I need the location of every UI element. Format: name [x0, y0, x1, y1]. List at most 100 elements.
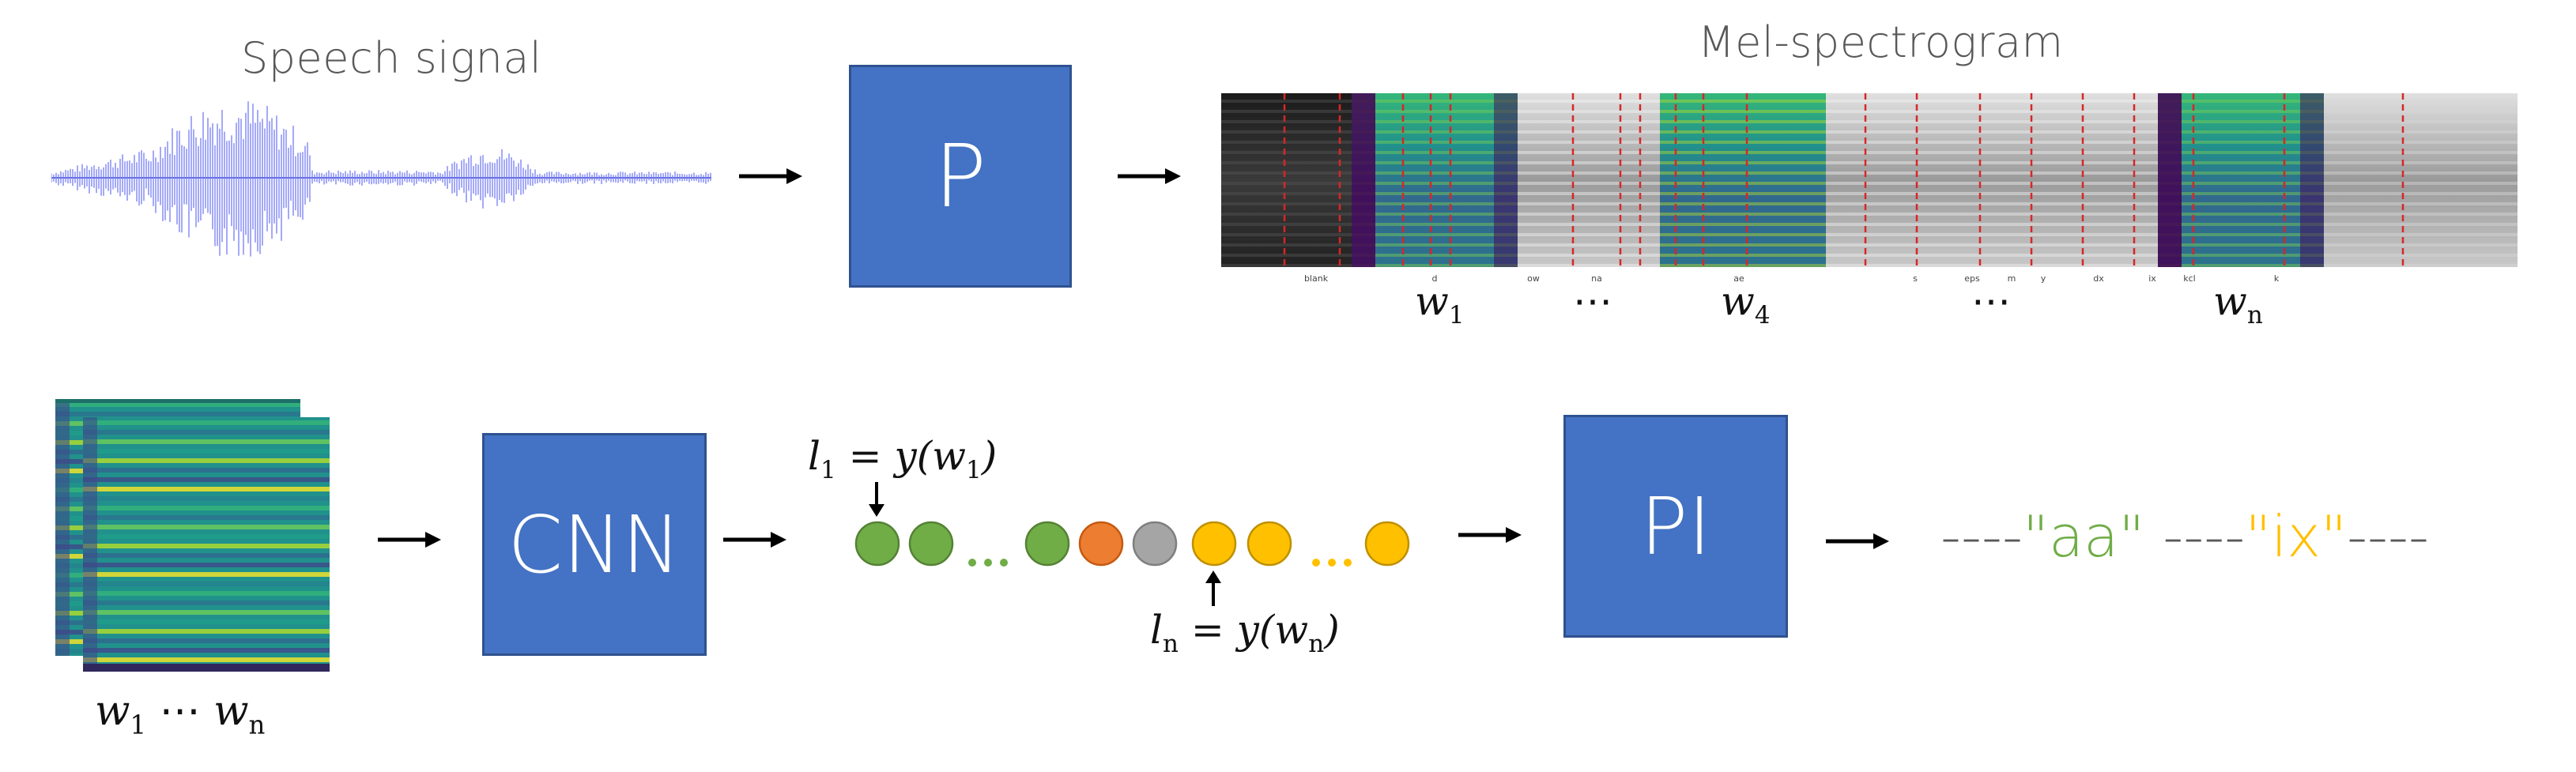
spectrogram-band — [1352, 223, 1518, 226]
spectrogram-band — [1826, 223, 2158, 226]
spectrogram-band — [1518, 171, 1660, 175]
cnn-box: CNN — [482, 433, 707, 656]
spectrogram-band — [1826, 120, 2158, 123]
spectrogram-band — [2324, 151, 2518, 154]
spectrogram-band — [2158, 243, 2324, 247]
seq-part-2: ---- — [2144, 503, 2246, 570]
spectrogram-band — [2324, 141, 2518, 144]
spectrogram-band — [2158, 202, 2324, 205]
spectrogram-segment — [1221, 93, 1352, 267]
ellipsis-dot — [1312, 559, 1320, 567]
spectrogram-band — [1826, 213, 2158, 216]
spectrogram-band — [1518, 151, 1660, 154]
spectrogram-band — [1518, 243, 1660, 247]
seq-part-0: ---- — [1940, 503, 2023, 570]
spectrogram-band — [2324, 182, 2518, 185]
spectrogram-edge — [1494, 93, 1518, 267]
spec-label-dots-2: ⋯ — [1971, 278, 2011, 324]
spectrogram-band — [1826, 110, 2158, 113]
ellipsis-dot — [968, 559, 976, 567]
stack-caption: w1 ⋯ wn — [95, 687, 266, 740]
spectrogram-band — [1826, 233, 2158, 236]
spectrogram-band — [1660, 120, 1826, 123]
spec-label-dots-1: ⋯ — [1573, 278, 1612, 324]
spectrogram-band — [1518, 100, 1660, 103]
ln-annotation: ln = y(wn) — [1150, 607, 1340, 658]
spectrogram-band — [1221, 171, 1352, 175]
spectrogram-band — [1221, 161, 1352, 164]
spectrogram-band — [1221, 243, 1352, 247]
arrow-stack-to-cnn — [378, 532, 441, 548]
spectrogram-band — [2324, 202, 2518, 205]
spectrogram-band — [1221, 213, 1352, 216]
spectrogram-band — [1660, 151, 1826, 154]
spectrogram-band — [1221, 110, 1352, 113]
pi-label: PI — [1640, 480, 1711, 573]
spectrogram-band — [1221, 182, 1352, 185]
segment-label: blank — [1304, 273, 1329, 284]
label-dot-yellow — [1364, 521, 1410, 567]
spectrogram-segment — [1518, 93, 1660, 267]
spectrogram-band — [2158, 141, 2324, 144]
seq-part-aa: "aa" — [2022, 503, 2145, 570]
speech-waveform — [51, 101, 711, 257]
spectrogram-band — [1660, 223, 1826, 226]
spectrogram-band — [1518, 130, 1660, 134]
ln-pointer-arrow — [1205, 571, 1221, 606]
spectrogram-band — [2324, 120, 2518, 123]
seq-part-4: ---- — [2347, 503, 2429, 570]
spectrogram-band — [1826, 130, 2158, 134]
spectrogram-band — [1352, 100, 1518, 103]
spectrogram-band — [1518, 264, 1660, 267]
spectrogram-band — [1518, 141, 1660, 144]
label-dot-green — [854, 521, 900, 567]
spectrogram-band — [2324, 254, 2518, 257]
spectrogram-thumb-front — [83, 417, 330, 672]
spectrogram-band — [1352, 120, 1518, 123]
spectrogram-band — [1352, 151, 1518, 154]
spec-label-w4: w4 — [1721, 278, 1771, 330]
spectrogram-band — [1660, 264, 1826, 267]
spectrogram-band — [1826, 243, 2158, 247]
label-dot-yellow — [1247, 521, 1292, 567]
spectrogram-band — [1518, 213, 1660, 216]
spectrogram-band — [1352, 171, 1518, 175]
spectrogram-band — [1352, 243, 1518, 247]
spectrogram-band — [2158, 130, 2324, 134]
spectrogram-band — [1826, 192, 2158, 195]
spectrogram-band — [1352, 110, 1518, 113]
spectrogram-band — [1826, 182, 2158, 185]
spectrogram-band — [1352, 233, 1518, 236]
spec-label-w1: w1 — [1415, 278, 1465, 330]
spectrogram-band — [1660, 100, 1826, 103]
spectrogram-edge — [2158, 93, 2182, 267]
pi-box: PI — [1563, 415, 1788, 638]
segment-label: y — [2041, 273, 2046, 284]
spectrogram-band — [1221, 130, 1352, 134]
spectrogram-edge — [1352, 93, 1375, 267]
cnn-label: CNN — [507, 498, 681, 591]
label-dot-gray — [1132, 521, 1178, 567]
spectrogram-band — [2158, 254, 2324, 257]
spectrogram-band — [1660, 110, 1826, 113]
spectrogram-band — [2324, 171, 2518, 175]
spectrogram-band — [1352, 130, 1518, 134]
spectrogram-band — [1826, 264, 2158, 267]
spectrogram-band — [2158, 213, 2324, 216]
spectrogram-band — [1660, 130, 1826, 134]
segment-label: k — [2274, 273, 2280, 284]
spectrogram-band — [1826, 141, 2158, 144]
spectrogram-band — [1826, 161, 2158, 164]
spectrogram-band — [2158, 151, 2324, 154]
ellipsis-dot — [984, 559, 992, 567]
spectrogram-band — [2158, 110, 2324, 113]
spectrogram-segment — [1826, 93, 2158, 267]
segment-label: kcl — [2183, 273, 2195, 284]
mel-spectrogram-label: Mel-spectrogram — [1698, 17, 2064, 67]
seq-part-ix: "ix" — [2245, 503, 2348, 570]
spectrogram-band — [2158, 120, 2324, 123]
segment-label: dx — [2093, 273, 2104, 284]
spectrogram-band — [1518, 110, 1660, 113]
spectrogram-band — [2158, 192, 2324, 195]
